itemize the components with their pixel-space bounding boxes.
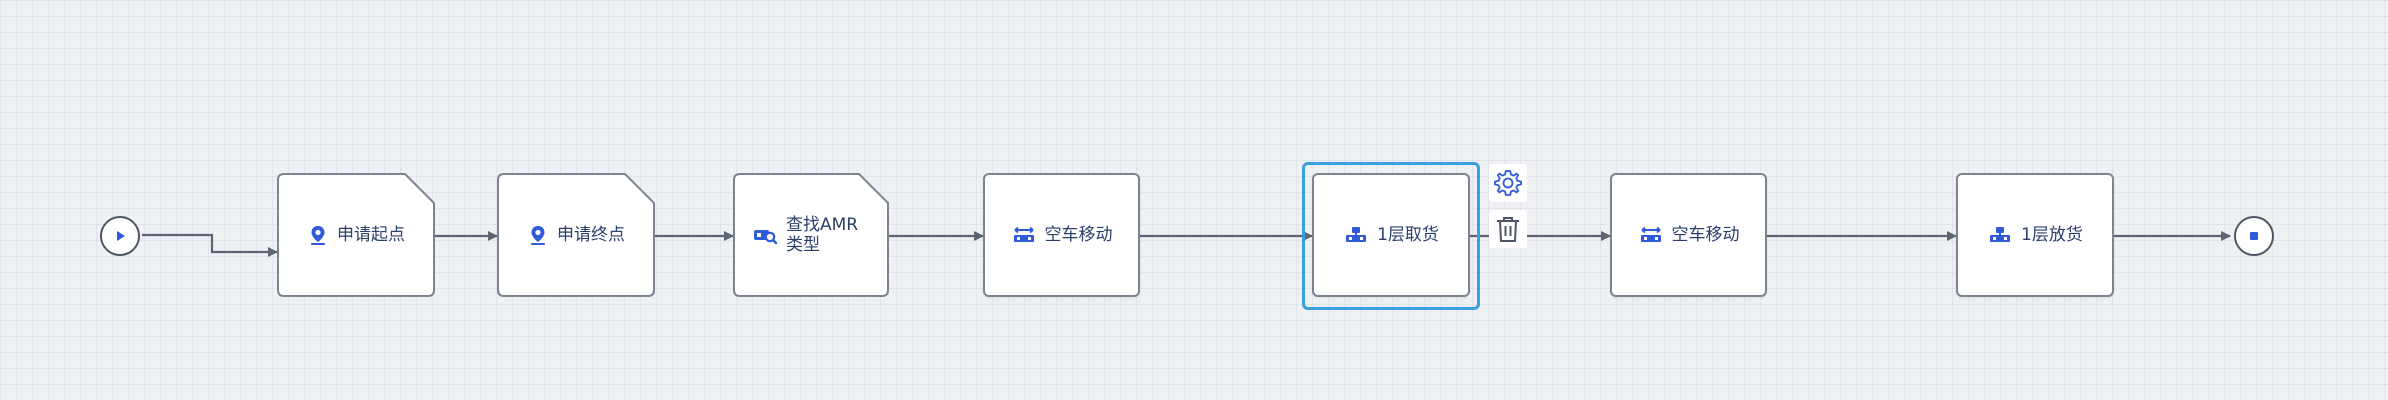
node-label: 1层放货 [2021, 225, 2083, 245]
node-apply-end[interactable]: 申请终点 [497, 173, 655, 297]
node-empty-move-1[interactable]: 空车移动 [983, 173, 1140, 297]
node-empty-move-2[interactable]: 空车移动 [1610, 173, 1767, 297]
selection-outline [1302, 162, 1480, 310]
location-pin-icon [531, 226, 545, 245]
node-settings-button[interactable] [1489, 164, 1527, 202]
place-goods-icon [1990, 227, 2011, 242]
node-label: 空车移动 [1044, 225, 1113, 245]
node-label: 申请起点 [337, 225, 405, 245]
document-shape [497, 173, 655, 297]
gear-icon [1494, 170, 1522, 196]
node-find-amr-type[interactable]: 查找AMR类型 [733, 173, 889, 297]
node-apply-start[interactable]: 申请起点 [277, 173, 435, 297]
move-cart-icon [1013, 226, 1034, 242]
move-cart-icon [1640, 226, 1661, 242]
node-label: 申请终点 [557, 225, 625, 245]
flow-start-node[interactable] [100, 216, 140, 256]
pick-goods-icon [1346, 227, 1367, 242]
document-shape [733, 173, 889, 297]
edge-start-to-apply-start [142, 233, 278, 257]
stop-icon [2250, 232, 2258, 240]
play-icon [117, 231, 125, 241]
location-pin-icon [311, 226, 325, 245]
trash-icon [1497, 217, 1519, 242]
node-pickup-floor-1[interactable]: 1层取货 [1312, 173, 1470, 297]
search-robot-icon [754, 230, 778, 245]
node-label: 查找AMR类型 [786, 215, 859, 255]
node-place-floor-1[interactable]: 1层放货 [1956, 173, 2114, 297]
document-shape [277, 173, 435, 297]
node-delete-button[interactable] [1489, 210, 1527, 248]
flow-end-node[interactable] [2234, 216, 2274, 256]
node-label: 1层取货 [1377, 225, 1439, 245]
node-label: 空车移动 [1671, 225, 1740, 245]
